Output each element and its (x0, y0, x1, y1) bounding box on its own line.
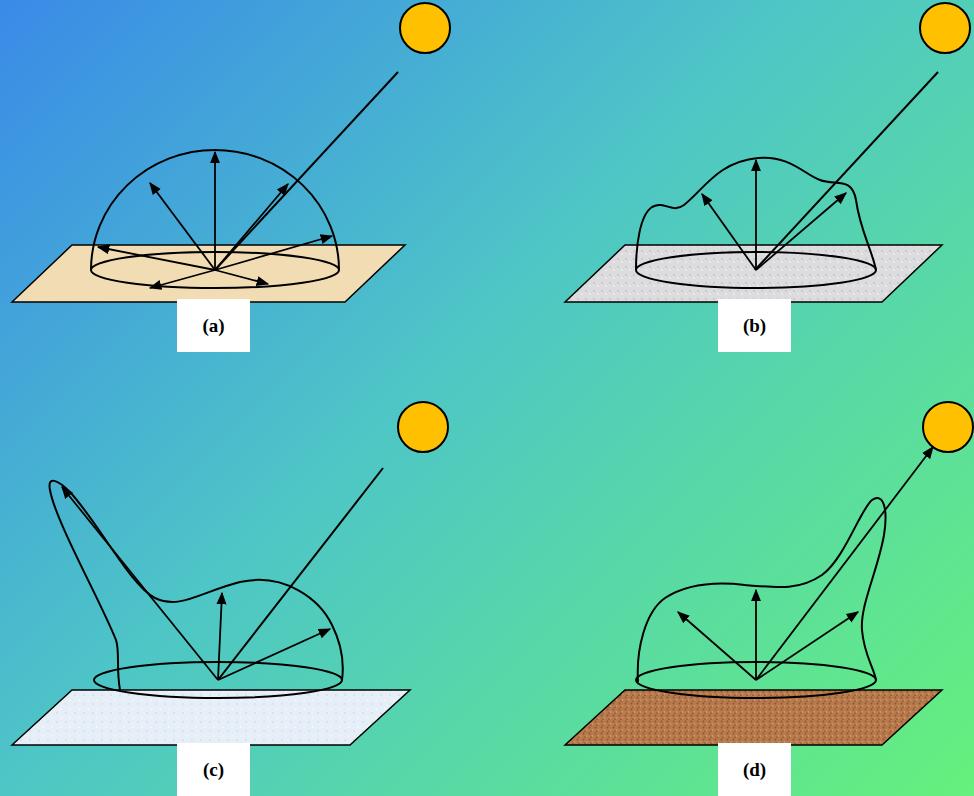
panel-label-box: (c) (177, 743, 250, 796)
panel-label: (a) (202, 315, 224, 337)
panel-d (565, 402, 973, 745)
incident-ray (215, 72, 398, 270)
reflectance-lobe (636, 158, 876, 270)
sun (923, 402, 973, 452)
panel-label-box: (b) (718, 299, 791, 352)
panel-label: (b) (743, 315, 766, 337)
panel-label-box: (a) (177, 299, 250, 352)
reflectance-lobe (638, 498, 886, 682)
sun (920, 3, 970, 53)
retro-ray (756, 447, 933, 680)
incident-ray (755, 72, 938, 270)
reflected-rays (98, 152, 332, 288)
reflected-rays (702, 160, 846, 270)
reflected-rays (678, 447, 933, 680)
reflectance-lobe (50, 481, 343, 690)
reflectance-lobe (91, 150, 339, 270)
surface (12, 245, 405, 302)
panel-a (12, 3, 450, 302)
panel-b (565, 3, 970, 302)
panel-label-box: (d) (718, 743, 791, 796)
surface (565, 245, 942, 302)
sun (400, 3, 450, 53)
incident-ray (218, 468, 383, 680)
sun (398, 402, 448, 452)
panel-label: (d) (743, 759, 766, 781)
reflected-rays (62, 487, 330, 680)
panel-label: (c) (203, 759, 224, 781)
panel-c (12, 402, 448, 745)
